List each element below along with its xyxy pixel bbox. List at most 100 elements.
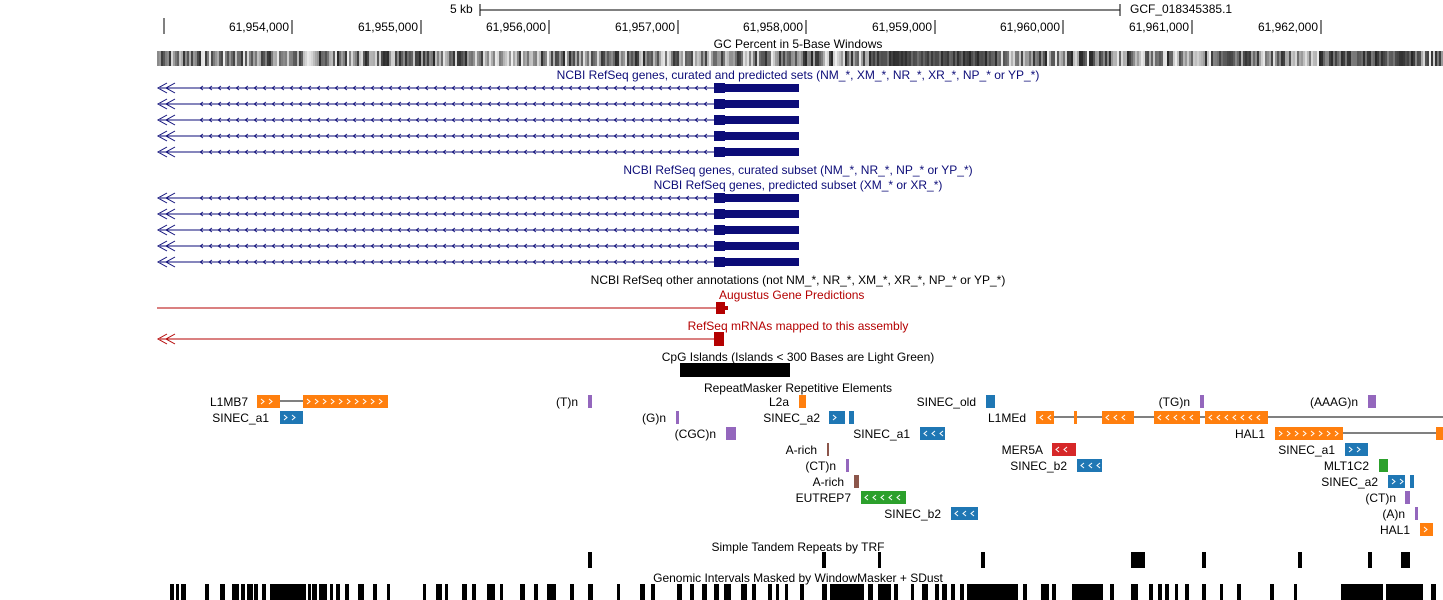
gc-window [939, 51, 941, 66]
gc-window [447, 51, 449, 66]
gc-window [1377, 51, 1379, 66]
intron-strand-chevron [658, 117, 663, 123]
mrna-exon[interactable] [714, 332, 724, 346]
repeat-sinec-a2 [1388, 475, 1405, 488]
repeat-label-sinec-b2[interactable]: SINEC_b2 [884, 507, 941, 521]
track-title-gc-percent[interactable]: GC Percent in 5-Base Windows [713, 37, 883, 51]
gc-window [173, 51, 175, 66]
refseq-gene-models[interactable] [156, 82, 799, 268]
intron-strand-chevron [577, 211, 582, 217]
track-title-refseq-all[interactable]: NCBI RefSeq genes, curated and predicted… [556, 68, 1040, 82]
gc-window [1239, 51, 1241, 66]
repeat-label-mer5a[interactable]: MER5A [1001, 443, 1043, 457]
gc-window [261, 51, 263, 66]
intron-strand-chevron [694, 101, 699, 107]
gc-window [563, 51, 565, 66]
repeatmasker-features[interactable] [257, 395, 1443, 536]
repeat-label-sinec-a2[interactable]: SINEC_a2 [763, 411, 820, 425]
windowmasker-interval [487, 584, 495, 600]
repeat-label-mlt1c2[interactable]: MLT1C2 [1323, 459, 1369, 473]
repeat-strand-chevron [888, 494, 893, 501]
intron-strand-chevron [208, 149, 213, 155]
repeat-label-cgcn[interactable]: (CGC)n [674, 427, 716, 441]
gc-window [453, 51, 455, 66]
intron-strand-chevron [676, 243, 681, 249]
repeat-label-an[interactable]: (A)n [1382, 507, 1405, 521]
repeat-label-l2a[interactable]: L2a [768, 395, 789, 409]
gc-window [805, 51, 807, 66]
gc-window [1265, 51, 1267, 66]
gc-window [1393, 51, 1395, 66]
repeat-label-sinec-a2[interactable]: SINEC_a2 [1321, 475, 1378, 489]
repeat-label-tgn[interactable]: (TG)n [1158, 395, 1190, 409]
gc-window [971, 51, 973, 66]
repeat-label-ctn[interactable]: (CT)n [805, 459, 836, 473]
windowmasker-features[interactable] [170, 584, 1436, 600]
repeat-label-a-rich[interactable]: A-rich [785, 443, 817, 457]
repeat-label-gn[interactable]: (G)n [642, 411, 666, 425]
simple-repeat-features[interactable] [588, 552, 1410, 568]
gc-window [949, 51, 951, 66]
track-title-repeatmasker[interactable]: RepeatMasker Repetitive Elements [703, 381, 893, 395]
augustus-exon[interactable] [716, 302, 725, 314]
repeat-label-ctn[interactable]: (CT)n [1365, 491, 1396, 505]
track-title-windowmasker[interactable]: Genomic Intervals Masked by WindowMasker… [653, 571, 943, 585]
intron-strand-chevron [271, 227, 276, 233]
repeat-label-sinec-a1[interactable]: SINEC_a1 [212, 411, 269, 425]
gc-window [865, 51, 867, 66]
track-title-augustus[interactable]: Augustus Gene Predictions [719, 288, 865, 302]
track-title-simple-repeats[interactable]: Simple Tandem Repeats by TRF [711, 540, 885, 554]
intron-strand-chevron [478, 117, 483, 123]
intron-strand-chevron [676, 211, 681, 217]
gc-window [1095, 51, 1097, 66]
track-title-refseq-mrnas[interactable]: RefSeq mRNAs mapped to this assembly [687, 319, 909, 333]
windowmasker-interval [830, 584, 864, 600]
repeat-label-tn[interactable]: (T)n [556, 395, 578, 409]
repeat-label-a-rich[interactable]: A-rich [812, 475, 844, 489]
augustus-exon-utr[interactable] [725, 306, 728, 310]
gc-percent-wiggle[interactable] [157, 51, 1443, 66]
intron-strand-chevron [514, 195, 519, 201]
intron-strand-chevron [334, 85, 339, 91]
repeat-strand-chevron [330, 398, 335, 405]
repeat-label-hal1[interactable]: HAL1 [1379, 523, 1410, 537]
repeat-label-hal1[interactable]: HAL1 [1234, 427, 1265, 441]
intron-strand-chevron [397, 211, 402, 217]
repeat-label-aaagn[interactable]: (AAAG)n [1309, 395, 1358, 409]
intron-strand-chevron [307, 149, 312, 155]
gc-window [873, 51, 875, 66]
track-title-refseq-curated[interactable]: NCBI RefSeq genes, curated subset (NM_*,… [623, 163, 973, 177]
gc-window [803, 51, 805, 66]
windowmasker-interval [1294, 584, 1297, 600]
intron-strand-chevron [316, 133, 321, 139]
intron-strand-chevron [658, 227, 663, 233]
gc-window [1389, 51, 1391, 66]
repeat-strand-chevron [1348, 446, 1353, 453]
intron-strand-chevron [523, 243, 528, 249]
intron-strand-chevron [622, 101, 627, 107]
repeat-label-sinec-old[interactable]: SINEC_old [916, 395, 976, 409]
gc-window [163, 51, 165, 66]
repeat-strand-chevron [338, 398, 343, 405]
track-title-refseq-other[interactable]: NCBI RefSeq other annotations (not NM_*,… [590, 273, 1006, 287]
repeat-strand-chevron [1080, 462, 1085, 469]
gc-window [621, 51, 623, 66]
gc-window [593, 51, 595, 66]
repeat-label-eutrep7[interactable]: EUTREP7 [795, 491, 851, 505]
gc-window [1017, 51, 1019, 66]
gc-window [729, 51, 731, 66]
repeat-label-l1mb7[interactable]: L1MB7 [209, 395, 248, 409]
intron-strand-chevron [370, 149, 375, 155]
repeat-label-sinec-b2[interactable]: SINEC_b2 [1010, 459, 1067, 473]
repeat-label-sinec-a1[interactable]: SINEC_a1 [1278, 443, 1335, 457]
intron-strand-chevron [397, 101, 402, 107]
intron-strand-chevron [496, 211, 501, 217]
repeat-label-l1med[interactable]: L1MEd [987, 411, 1026, 425]
cpg-island[interactable] [680, 363, 790, 377]
track-title-cpg-islands[interactable]: CpG Islands (Islands < 300 Bases are Lig… [661, 350, 935, 364]
repeat-label-sinec-a1[interactable]: SINEC_a1 [853, 427, 910, 441]
gc-window [1195, 51, 1197, 66]
track-title-refseq-predicted[interactable]: NCBI RefSeq genes, predicted subset (XM_… [653, 178, 943, 192]
gc-window [431, 51, 433, 66]
repeat-mlt1c2 [1379, 459, 1388, 472]
